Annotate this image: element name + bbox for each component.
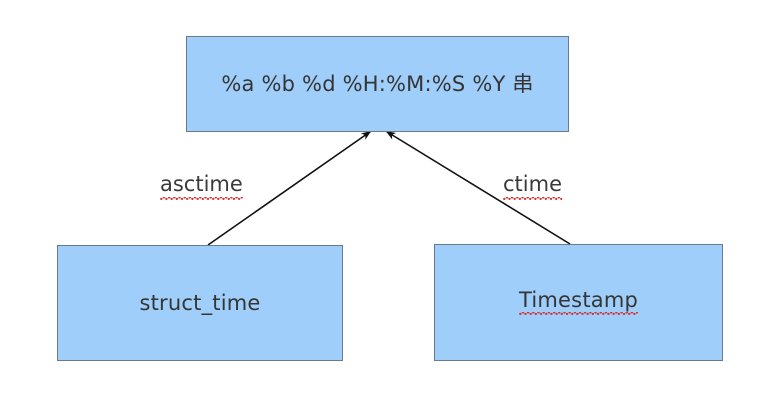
node-timestamp[interactable]: Timestamp (434, 244, 723, 361)
node-struct-time-label: struct_time (139, 290, 261, 315)
edge-label-asctime: asctime (160, 174, 243, 200)
node-struct-time[interactable]: struct_time (57, 245, 343, 361)
edge-ctime-line (385, 130, 571, 245)
edge-asctime-line (207, 130, 372, 246)
node-format-string[interactable]: %a %b %d %H:%M:%S %Y 串 (186, 36, 569, 132)
node-timestamp-label: Timestamp (518, 289, 639, 316)
edge-label-ctime: ctime (503, 174, 562, 200)
node-format-string-label: %a %b %d %H:%M:%S %Y 串 (221, 71, 534, 96)
